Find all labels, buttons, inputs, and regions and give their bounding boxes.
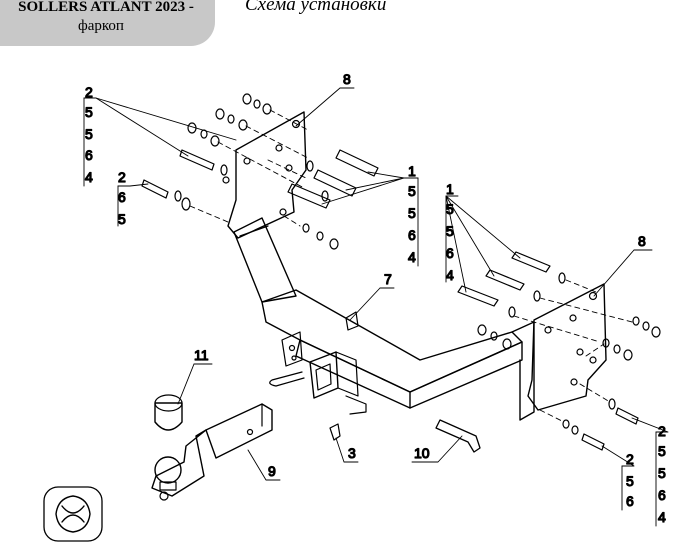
main-beam <box>233 217 535 421</box>
callout-number: 5 <box>446 223 454 239</box>
callout-left-small-stack: 2 6 5 <box>117 168 126 227</box>
callout-number: 5 <box>626 473 634 489</box>
callout-plate-left: 8 <box>343 71 351 87</box>
callout-number: 1 <box>408 163 416 179</box>
callout-number: 6 <box>408 227 416 243</box>
callout-center-stack: 1 5 5 6 4 <box>407 162 416 265</box>
callout-number: 6 <box>626 493 634 509</box>
callout-number: 6 <box>446 245 454 261</box>
callout-number: 5 <box>658 465 666 481</box>
callout-number: 5 <box>85 104 93 120</box>
callout-number: 5 <box>408 205 416 221</box>
title-tab: SOLLERS ATLANT 2023 - фаркоп <box>0 0 215 46</box>
callout-number: 6 <box>85 147 93 163</box>
callout-right-stack: 1 5 5 6 4 <box>445 180 454 283</box>
callout-beam: 7 <box>384 271 392 287</box>
callout-plate-right: 8 <box>638 233 646 249</box>
callout-number: 5 <box>408 183 416 199</box>
callout-number: 1 <box>446 181 454 197</box>
callout-number: 2 <box>85 84 93 100</box>
callout-number: 5 <box>118 211 126 227</box>
callout-number: 4 <box>658 509 666 525</box>
callout-left-bolt-stack: 2 5 5 6 4 <box>84 83 93 185</box>
hitch-pin <box>435 419 481 453</box>
callout-number: 2 <box>626 451 634 467</box>
callout-ball-mount: 9 <box>268 463 276 479</box>
callout-number: 6 <box>118 189 126 205</box>
callout-number: 2 <box>118 169 126 185</box>
callout-number: 2 <box>658 423 666 439</box>
callout-bottom-right-stack: 2 5 5 6 4 <box>657 422 666 525</box>
left-mounting-plate <box>222 111 307 239</box>
brand-logo <box>43 486 103 542</box>
alignment-lines <box>189 109 633 423</box>
callout-screw: 3 <box>348 445 356 461</box>
callout-ball: 11 <box>194 347 209 363</box>
callout-number: 5 <box>85 126 93 142</box>
scheme-title: Схема установки <box>245 0 387 15</box>
ball-mount <box>151 403 273 501</box>
callout-number: 4 <box>85 169 93 185</box>
leader-lines <box>83 87 669 527</box>
left-bolt-set <box>141 93 379 250</box>
callout-number: 4 <box>408 249 416 265</box>
callout-pin: 10 <box>414 445 430 461</box>
tow-ball <box>154 456 182 491</box>
callout-number: 4 <box>446 267 454 283</box>
safety-clip <box>269 371 305 387</box>
callout-number: 6 <box>658 487 666 503</box>
ball-cap <box>154 394 183 431</box>
right-bolt-set <box>457 251 661 451</box>
callout-number: 5 <box>446 201 454 217</box>
callout-bottom-small-stack: 2 5 6 <box>625 450 634 509</box>
callout-number: 5 <box>658 443 666 459</box>
right-mounting-plate <box>527 283 607 411</box>
screw <box>329 423 341 441</box>
product-subtitle: фаркоп <box>78 18 124 34</box>
model-title: SOLLERS ATLANT 2023 - <box>18 0 194 15</box>
